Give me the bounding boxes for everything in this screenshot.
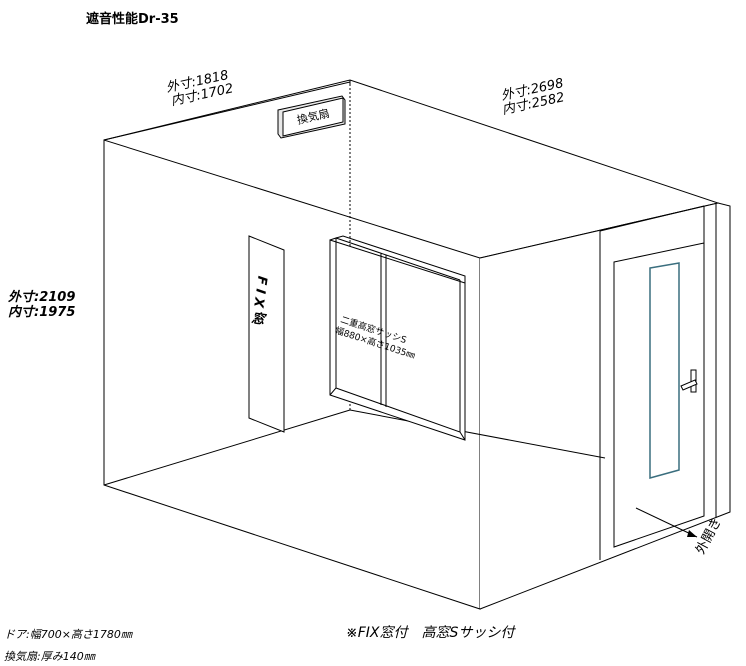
door-frame-top	[599, 205, 705, 232]
diagram-title: 遮音性能Dr-35	[86, 12, 179, 27]
floor-left-edge	[103, 409, 351, 486]
fan-box	[277, 95, 346, 139]
fan-note: 換気扇:厚み140㎜	[4, 650, 95, 663]
top-left-edge	[103, 80, 351, 141]
door-window	[649, 262, 680, 479]
door-opening-arrow	[635, 507, 698, 538]
caption: ※FIX窓付 高窓Sサッシ付	[346, 625, 515, 641]
height-outer: 外寸:2109	[8, 290, 76, 305]
sash-window	[329, 235, 466, 441]
door-note: ドア:幅700×高さ1780㎜	[4, 628, 132, 641]
fix-window	[248, 235, 285, 433]
width-dims: 外寸:2698 内寸:2582	[500, 76, 566, 118]
door-handle	[680, 369, 698, 393]
height-inner: 内寸:1975	[8, 305, 76, 320]
height-dims: 外寸:2109 内寸:1975	[8, 290, 75, 320]
depth-dims: 外寸:1818 内寸:1702	[165, 68, 235, 109]
floor-back-edge	[349, 409, 606, 459]
